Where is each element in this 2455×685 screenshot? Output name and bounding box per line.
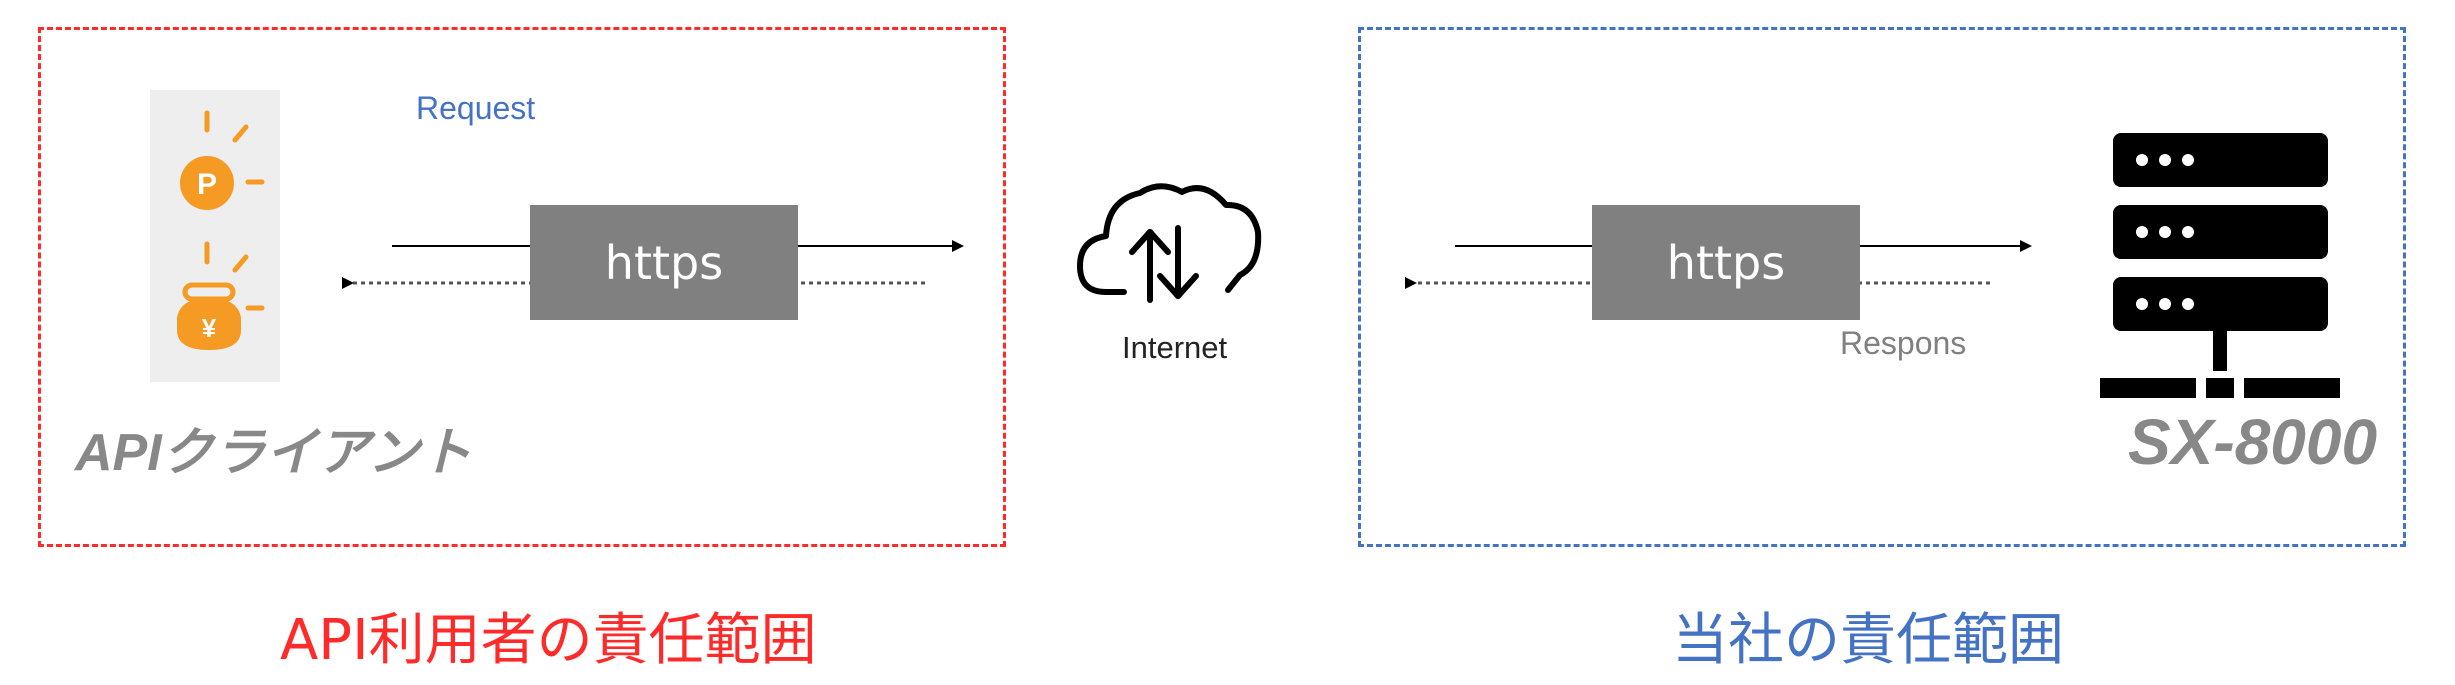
yen-purse-icon: ¥ [177,241,265,350]
svg-text:P: P [197,168,217,201]
request-label: Request [416,90,536,126]
https-channel-left: https [530,205,798,320]
company-zone-caption: 当社の責任範囲 [1672,608,2064,673]
company-responsibility-zone [1358,27,2406,547]
client-zone-caption: API利用者の責任範囲 [280,608,817,673]
server-name-label: SX-8000 [2128,406,2378,478]
https-right-label: https [1666,235,1786,290]
internet-label: Internet [1122,330,1228,365]
https-channel-right: https [1592,205,1860,320]
api-client-label: APIクライアント [75,424,472,482]
point-coin-icon: P [180,110,265,210]
cloud-updown-icon [1077,183,1262,303]
client-responsibility-zone [38,27,1006,547]
svg-text:¥: ¥ [202,313,217,343]
response-label: Respons [1840,325,1967,361]
server-rack-icon [2100,133,2340,398]
https-left-label: https [604,235,724,290]
